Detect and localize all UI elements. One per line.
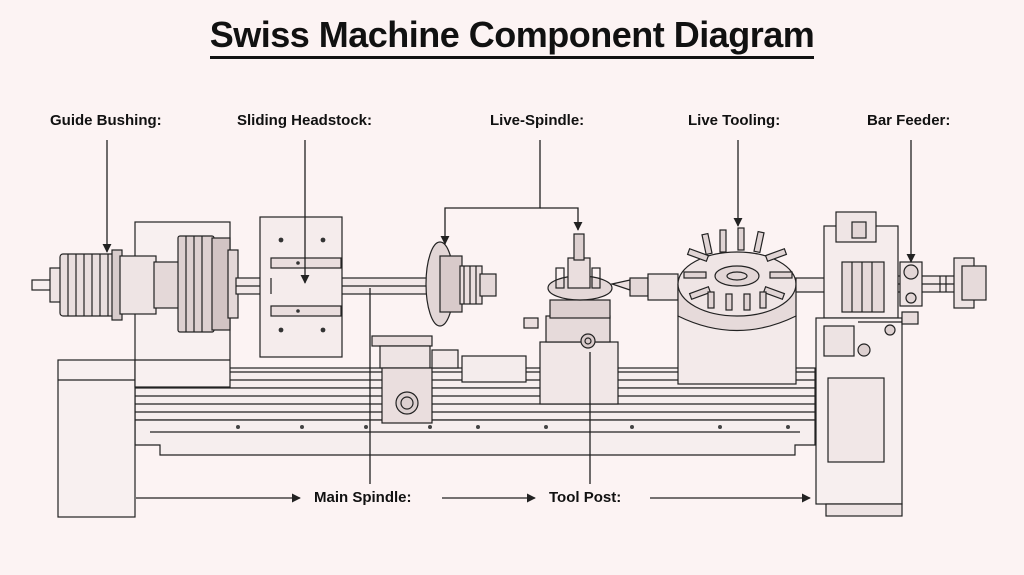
label-bar-feeder: Bar Feeder: xyxy=(867,112,951,129)
bar-feeder-housing xyxy=(815,211,919,517)
turret-tools xyxy=(683,227,793,311)
diagram-title: Swiss Machine Component Diagram xyxy=(0,14,1024,59)
leader-lines xyxy=(102,140,916,503)
label-live-spindle: Live-Spindle: xyxy=(490,112,585,129)
live-spindle-chuck xyxy=(425,241,497,327)
sliding-headstock xyxy=(259,216,343,358)
label-main-spindle: Main Spindle: xyxy=(314,489,412,506)
tool-post xyxy=(523,233,619,405)
label-live-tooling: Live Tooling: xyxy=(688,112,781,129)
main-spindle-slide xyxy=(371,335,527,424)
label-guide-bushing: Guide Bushing: xyxy=(50,112,162,129)
guide-bushing-assembly xyxy=(31,235,239,333)
label-sliding-headstock: Sliding Headstock: xyxy=(237,112,373,129)
label-tool-post: Tool Post: xyxy=(549,489,622,506)
tool-connector xyxy=(609,273,679,301)
